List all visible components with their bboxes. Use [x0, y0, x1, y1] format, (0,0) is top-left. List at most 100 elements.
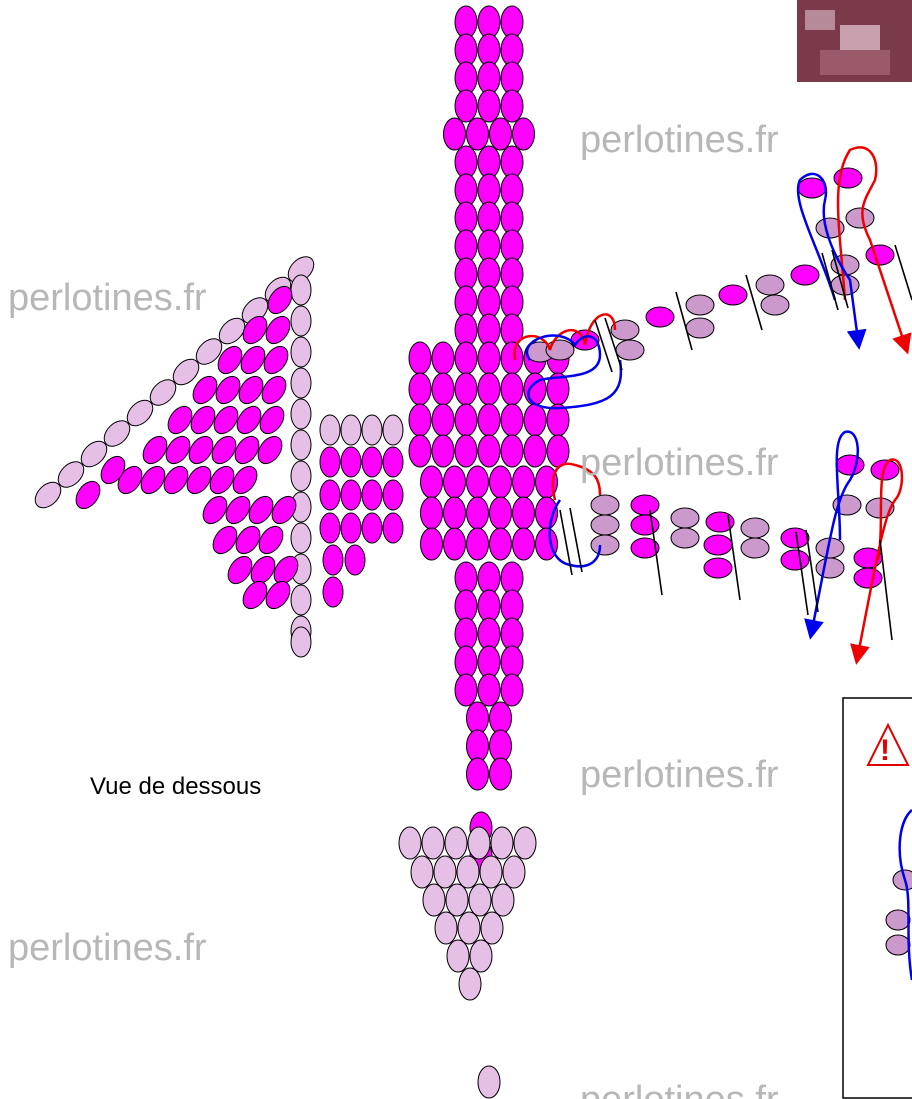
bead-242 [703, 557, 733, 579]
bead-184 [213, 405, 239, 435]
bead-224 [790, 264, 820, 286]
bead-204 [235, 525, 261, 555]
bead-248 [815, 557, 845, 579]
bead-151 [126, 399, 154, 427]
bead-46 [454, 372, 478, 406]
bead-69 [512, 465, 535, 499]
bead-243 [740, 517, 770, 539]
bead-116 [502, 855, 526, 889]
bead-40 [477, 341, 501, 375]
bead-198 [232, 465, 258, 495]
bead-18 [500, 145, 524, 179]
bead-240 [705, 511, 735, 533]
bead-197 [209, 465, 235, 495]
bead-161 [290, 336, 312, 368]
bead-9 [454, 89, 478, 123]
bead-92 [454, 645, 478, 679]
bead-191 [234, 435, 260, 465]
bead-86 [454, 589, 478, 623]
watermarks: perlotines.fr perlotines.fr perlotines.f… [8, 119, 779, 1099]
bead-106 [398, 826, 422, 860]
thread-red-mid-left [551, 462, 602, 501]
bead-81 [512, 527, 535, 561]
bead-88 [500, 589, 524, 623]
bead-99 [489, 701, 512, 735]
bead-202 [271, 495, 297, 525]
bead-216 [610, 319, 640, 341]
bead-227 [865, 244, 895, 266]
bead-74 [489, 496, 512, 530]
bead-95 [454, 673, 478, 707]
bead-80 [489, 527, 512, 561]
bead-51 [408, 403, 432, 437]
bead-102 [466, 757, 489, 791]
bead-16 [454, 145, 478, 179]
bead-59 [431, 434, 455, 468]
bead-19 [454, 173, 478, 207]
bead-173 [242, 315, 268, 345]
bead-7 [477, 61, 501, 95]
thread-red-top-left [513, 313, 617, 361]
bead-220 [685, 317, 715, 339]
bead-100 [466, 729, 489, 763]
bead-112 [410, 855, 434, 889]
bead-27 [500, 229, 524, 263]
bead-149 [80, 440, 108, 468]
bead-232 [590, 494, 620, 516]
bead-235 [630, 494, 660, 516]
bead-55 [500, 403, 524, 437]
bead-121 [434, 911, 458, 945]
bead-234 [590, 534, 620, 556]
bead-63 [523, 434, 547, 468]
bead-13 [466, 117, 489, 151]
watermark-1: perlotines.fr [580, 119, 779, 161]
bead-68 [489, 465, 512, 499]
bead-110 [490, 826, 514, 860]
bead-244 [740, 537, 770, 559]
bead-206 [227, 555, 253, 585]
bead-25 [454, 229, 478, 263]
bead-147 [34, 481, 62, 509]
bead-199 [202, 495, 228, 525]
bead-23 [477, 201, 501, 235]
bead-160 [290, 305, 312, 337]
bead-82 [535, 527, 558, 561]
bead-230 [797, 177, 827, 199]
bead-125 [469, 939, 493, 973]
bead-8 [500, 61, 524, 95]
bead-48 [500, 372, 524, 406]
watermark-3: perlotines.fr [580, 442, 779, 484]
bead-114 [456, 855, 480, 889]
bead-107 [421, 826, 445, 860]
bead-251 [835, 454, 865, 476]
bead-134 [361, 446, 383, 478]
bead-132 [319, 446, 341, 478]
bead-183 [190, 405, 216, 435]
bead-79 [466, 527, 489, 561]
bead-3 [454, 33, 478, 67]
bead-211 [75, 480, 101, 510]
bead-28 [454, 257, 478, 291]
bead-154 [195, 338, 223, 365]
bead-2 [500, 5, 524, 39]
bead-62 [500, 434, 524, 468]
bead-221 [718, 284, 748, 306]
bead-233 [590, 514, 620, 536]
thread-blue-mid-right [804, 430, 860, 640]
bead-83 [454, 561, 478, 595]
bead-53 [454, 403, 478, 437]
bead-246 [780, 549, 810, 571]
bead-126 [458, 967, 482, 1001]
bead-201 [248, 495, 274, 525]
bead-140 [319, 512, 341, 544]
bead-209 [242, 580, 268, 610]
bead-135 [382, 446, 404, 478]
bead-93 [477, 645, 501, 679]
bead-113 [433, 855, 457, 889]
bead-169 [290, 584, 312, 616]
bead-32 [477, 285, 501, 319]
bead-60 [454, 434, 478, 468]
bead-109 [467, 826, 491, 860]
bead-245 [780, 527, 810, 549]
